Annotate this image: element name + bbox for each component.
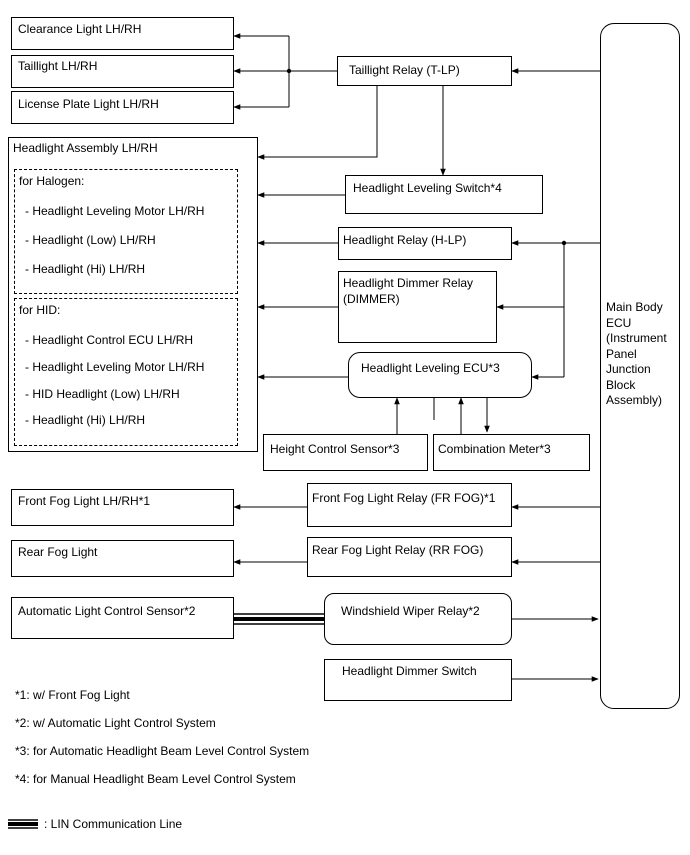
lin-line (234, 613, 324, 625)
leveling-switch-label: Headlight Leveling Switch*4 (353, 181, 502, 195)
front-fog-light-box: Front Fog Light LH/RH*1 (11, 489, 234, 526)
leveling-ecu-box: Headlight Leveling ECU*3 (348, 352, 532, 398)
lin-legend-label: : LIN Communication Line (44, 817, 183, 831)
hid-group: for HID: - Headlight Control ECU LH/RH -… (14, 298, 238, 446)
junction-dot (286, 68, 292, 74)
ecu-label-line: (Instrument (606, 331, 667, 345)
main-body-ecu-box: Main Body ECU (Instrument Panel Junction… (600, 23, 680, 709)
ecu-label-line: Assembly) (606, 393, 663, 407)
license-plate-light-box: License Plate Light LH/RH (11, 91, 234, 124)
halogen-item: - Headlight (Low) LH/RH (25, 233, 156, 247)
footnote: *1: w/ Front Fog Light (15, 688, 130, 702)
wiper-relay-box: Windshield Wiper Relay*2 (324, 593, 512, 645)
ecu-label-line: ECU (606, 315, 632, 330)
rear-fog-relay-label: Rear Fog Light Relay (RR FOG) (312, 543, 484, 557)
front-fog-light-label: Front Fog Light LH/RH*1 (18, 494, 151, 508)
hid-item: - Headlight Leveling Motor LH/RH (25, 360, 205, 374)
license-plate-light-label: License Plate Light LH/RH (18, 97, 159, 111)
halogen-item: - Headlight Leveling Motor LH/RH (25, 204, 205, 218)
halogen-title: for Halogen: (19, 174, 85, 188)
combination-meter-box: Combination Meter*3 (433, 434, 590, 471)
leveling-switch-box: Headlight Leveling Switch*4 (345, 175, 543, 214)
hid-item: - Headlight (Hi) LH/RH (25, 413, 146, 427)
lin-legend-swatch (8, 819, 38, 829)
clearance-light-box: Clearance Light LH/RH (11, 17, 234, 50)
taillight-relay-label: Taillight Relay (T-LP) (349, 63, 460, 77)
ecu-label-line: Block (606, 377, 636, 392)
halogen-group: for Halogen: - Headlight Leveling Motor … (14, 169, 238, 294)
rear-fog-relay-box: Rear Fog Light Relay (RR FOG) (307, 537, 512, 577)
combination-meter-label: Combination Meter*3 (438, 442, 551, 456)
ecu-label-line: Junction (606, 362, 651, 376)
taillight-relay-box: Taillight Relay (T-LP) (337, 56, 512, 86)
halogen-item: - Headlight (Hi) LH/RH (25, 262, 146, 276)
main-body-ecu-label: Main Body ECU (Instrument Panel Junction… (606, 300, 667, 409)
dimmer-relay-label-2: (DIMMER) (343, 292, 400, 306)
hid-item: - HID Headlight (Low) LH/RH (25, 387, 180, 401)
auto-light-sensor-box: Automatic Light Control Sensor*2 (11, 597, 234, 639)
taillight-box: Taillight LH/RH (11, 55, 234, 88)
rear-fog-light-label: Rear Fog Light (18, 545, 98, 559)
taillight-label: Taillight LH/RH (18, 59, 98, 73)
height-sensor-box: Height Control Sensor*3 (263, 434, 428, 471)
dimmer-relay-box: Headlight Dimmer Relay (DIMMER) (338, 271, 497, 343)
footnote: *2: w/ Automatic Light Control System (15, 716, 216, 730)
ecu-label-line: Main Body (606, 300, 663, 314)
hid-title: for HID: (19, 303, 61, 317)
clearance-light-label: Clearance Light LH/RH (18, 22, 142, 36)
dimmer-switch-label: Headlight Dimmer Switch (342, 664, 477, 678)
footnote: *4: for Manual Headlight Beam Level Cont… (15, 772, 296, 786)
front-fog-relay-box: Front Fog Light Relay (FR FOG)*1 (307, 483, 512, 527)
auto-light-sensor-label: Automatic Light Control Sensor*2 (18, 604, 196, 618)
footnote: *3: for Automatic Headlight Beam Level C… (15, 744, 310, 758)
headlight-relay-label: Headlight Relay (H-LP) (343, 233, 467, 247)
dimmer-switch-box: Headlight Dimmer Switch (324, 659, 512, 701)
headlight-assembly-label: Headlight Assembly LH/RH (13, 141, 158, 155)
height-sensor-label: Height Control Sensor*3 (270, 442, 400, 456)
junction-dot (561, 240, 567, 246)
leveling-ecu-label: Headlight Leveling ECU*3 (361, 361, 500, 375)
headlight-assembly-box: Headlight Assembly LH/RH (8, 137, 258, 452)
wiper-relay-label: Windshield Wiper Relay*2 (341, 604, 480, 618)
rear-fog-light-box: Rear Fog Light (11, 540, 234, 577)
headlight-relay-box: Headlight Relay (H-LP) (338, 227, 512, 260)
front-fog-relay-label: Front Fog Light Relay (FR FOG)*1 (312, 491, 496, 505)
hid-item: - Headlight Control ECU LH/RH (25, 333, 194, 347)
wire-taillight-to-headlight-assy (257, 86, 378, 160)
dimmer-relay-label-1: Headlight Dimmer Relay (343, 276, 474, 290)
ecu-label-line: Panel (606, 346, 637, 361)
